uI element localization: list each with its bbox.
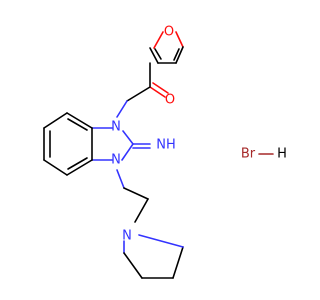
structure-diagram: O O N N NH N Br H [43, 25, 287, 279]
bond-c7a-c7 [66, 112, 93, 129]
hydrogen-label: H [277, 147, 287, 162]
bond-furan-c-c-3 [149, 47, 159, 64]
pyrrolidine-ring [123, 234, 184, 279]
n3-label: N [111, 153, 121, 168]
bond-pyrrolidine-c1-c2 [123, 252, 143, 279]
bond-n1-c2 [122, 130, 134, 145]
bond-carbonyl-to-ch2 [126, 86, 151, 102]
furan-ring [149, 31, 184, 64]
bond-furan-double-2 [154, 48, 162, 60]
bond-c5-c4 [43, 159, 68, 176]
bond-c7-c6 [43, 112, 68, 129]
n1-label: N [111, 120, 121, 135]
pyrrolidine-nitrogen-label: N [122, 229, 132, 244]
ketone-linker [116, 62, 169, 118]
bond-n3-ch2 [116, 169, 125, 189]
benzene-ring [43, 112, 93, 176]
bond-ch2-to-n1 [116, 100, 128, 118]
bond-carbonyl-o-2 [152, 82, 169, 94]
bond-c-o-furan-1 [153, 31, 164, 49]
bond-c2-n3 [121, 143, 134, 161]
bond-c4-c3a [66, 159, 93, 176]
ketone-oxygen-label: O [165, 93, 175, 108]
bond-pyrrolidine-c3-c4 [172, 246, 184, 279]
bond-carbonyl-o-1 [149, 86, 166, 98]
bond-benzene-double-3 [67, 157, 88, 170]
bond-benzene-double-1 [67, 118, 88, 131]
bond-furan-c-c-1 [175, 46, 184, 64]
ethyl-linker [116, 169, 149, 223]
molecule-canvas: O O N N NH N Br H [43, 25, 287, 279]
furan-oxygen-label: O [164, 25, 174, 40]
bond-pyrrolidine-c4-n [138, 234, 184, 248]
imine-nh-label: NH [156, 138, 176, 153]
bond-furan-double-1 [173, 48, 180, 61]
bond-o-c-furan-2 [175, 31, 184, 48]
bond-ch2-to-pyrrolidine [134, 198, 149, 223]
imidazole-ring [91, 127, 151, 161]
bromine-label: Br [241, 147, 256, 162]
bond-ch2-ch2 [123, 187, 149, 200]
